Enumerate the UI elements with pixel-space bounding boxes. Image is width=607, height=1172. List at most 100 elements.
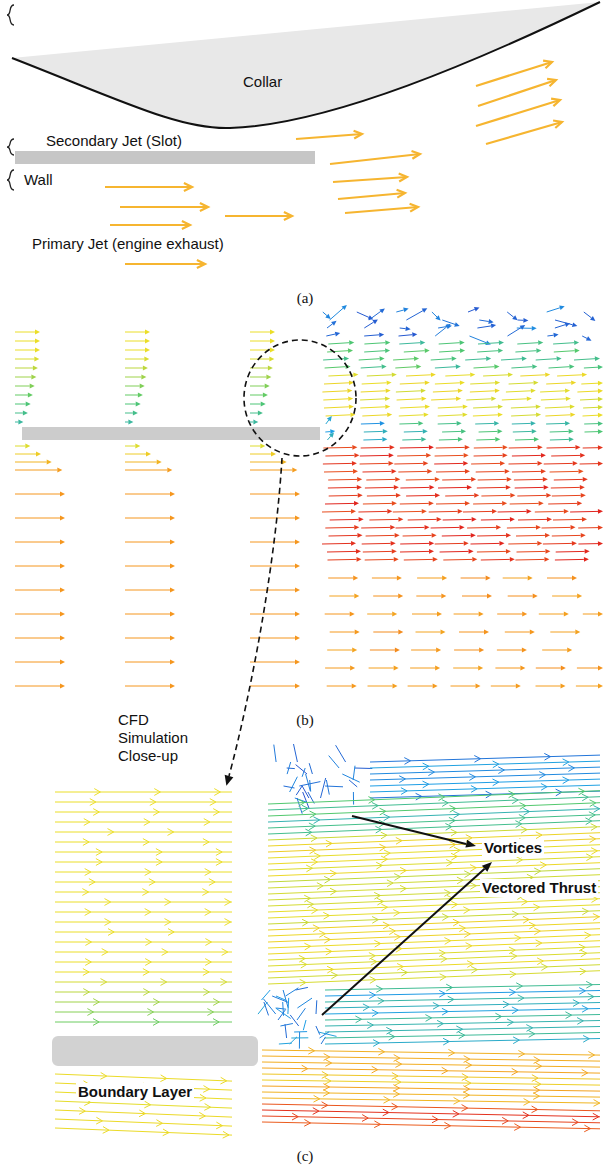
streak-head xyxy=(573,1000,579,1007)
flow-vector xyxy=(546,423,565,425)
streak-head xyxy=(465,1080,471,1087)
streak-head xyxy=(466,943,472,950)
streak-head xyxy=(582,1069,588,1076)
streak-head xyxy=(438,794,444,801)
streak-head xyxy=(144,1101,150,1108)
streak-head xyxy=(401,969,407,976)
flow-vector xyxy=(515,487,544,489)
vector-head xyxy=(561,666,566,671)
streak-head xyxy=(204,819,210,826)
flow-streak xyxy=(55,912,232,913)
vector-head xyxy=(516,684,521,689)
vector-head xyxy=(357,557,362,562)
flow-vector xyxy=(542,527,571,529)
flow-arrowhead xyxy=(551,99,560,106)
flow-vector xyxy=(546,383,571,384)
vector-head xyxy=(435,666,440,671)
flow-vector xyxy=(550,439,569,441)
vortex-streak xyxy=(297,1008,305,1020)
flow-streak xyxy=(268,797,600,810)
flow-vector xyxy=(125,359,144,360)
vector-head xyxy=(418,421,423,426)
vector-head xyxy=(484,630,489,635)
flow-streak xyxy=(262,1056,600,1061)
vector-head xyxy=(387,412,392,417)
vector-head xyxy=(295,516,300,521)
flow-vector xyxy=(15,454,36,455)
streak-head xyxy=(536,832,542,839)
streak-head xyxy=(383,922,389,929)
streak-head xyxy=(459,1032,465,1039)
flow-vector xyxy=(540,391,565,392)
streak-head xyxy=(161,979,167,986)
flow-vector xyxy=(582,336,587,338)
flow-streak xyxy=(262,1122,600,1129)
flow-vector xyxy=(543,543,572,545)
vector-head xyxy=(35,339,40,344)
vector-head xyxy=(435,315,440,320)
flow-vector xyxy=(326,415,351,416)
vector-head xyxy=(426,453,431,458)
streak-head xyxy=(464,931,470,938)
vector-head xyxy=(460,348,465,353)
flow-vector xyxy=(125,404,136,405)
streak-head xyxy=(203,839,209,846)
flow-streak xyxy=(262,1092,600,1097)
flow-vector xyxy=(363,551,392,553)
streak-head xyxy=(304,1120,310,1127)
flow-vector xyxy=(361,447,390,449)
streak-head xyxy=(376,986,382,993)
flow-vector xyxy=(250,332,270,333)
streak-head xyxy=(225,899,231,906)
streak-head xyxy=(513,1037,519,1044)
streak-head xyxy=(454,1098,460,1105)
vector-head xyxy=(385,340,390,345)
flow-vector xyxy=(400,551,429,553)
vector-head xyxy=(456,364,461,369)
streak-head xyxy=(423,781,429,788)
streak-head xyxy=(85,909,91,916)
flow-streak xyxy=(325,1021,600,1027)
flow-vector xyxy=(470,391,495,392)
flow-vector xyxy=(443,559,472,561)
flow-vector xyxy=(508,596,533,597)
flow-vector xyxy=(125,341,145,342)
streak-head xyxy=(355,1016,361,1023)
flow-vector xyxy=(125,494,170,495)
flow-vector xyxy=(400,407,425,408)
flow-streak xyxy=(325,1039,600,1045)
flow-vector xyxy=(466,399,491,400)
flow-vector xyxy=(461,578,486,579)
flow-streak xyxy=(268,929,600,942)
vector-head xyxy=(545,372,550,377)
flow-vector xyxy=(125,470,167,471)
flow-vector xyxy=(583,447,598,448)
flow-vector xyxy=(328,487,357,489)
flow-vector xyxy=(497,614,522,615)
vector-head xyxy=(425,348,430,353)
flow-vector xyxy=(369,311,381,320)
flow-vector xyxy=(509,383,534,384)
vector-head xyxy=(464,541,469,546)
flow-vector xyxy=(125,332,145,333)
flow-vector xyxy=(327,324,333,328)
flow-vector xyxy=(361,527,390,529)
streak-head xyxy=(222,949,228,956)
vector-head xyxy=(403,308,408,313)
vector-head xyxy=(327,416,332,422)
vector-head xyxy=(543,477,548,482)
vector-head xyxy=(506,533,511,538)
vector-head xyxy=(170,492,175,497)
flow-vector xyxy=(477,326,491,328)
streak-head xyxy=(524,1099,530,1106)
streak-head xyxy=(372,803,378,810)
vector-head xyxy=(392,549,397,554)
streak-head xyxy=(511,953,517,960)
vector-head xyxy=(295,636,300,641)
vector-head xyxy=(170,516,175,521)
streak-head xyxy=(216,849,222,856)
flow-vector xyxy=(465,359,486,360)
vector-head xyxy=(522,612,527,617)
streak-head xyxy=(108,829,114,836)
vortex-streak xyxy=(355,768,373,770)
